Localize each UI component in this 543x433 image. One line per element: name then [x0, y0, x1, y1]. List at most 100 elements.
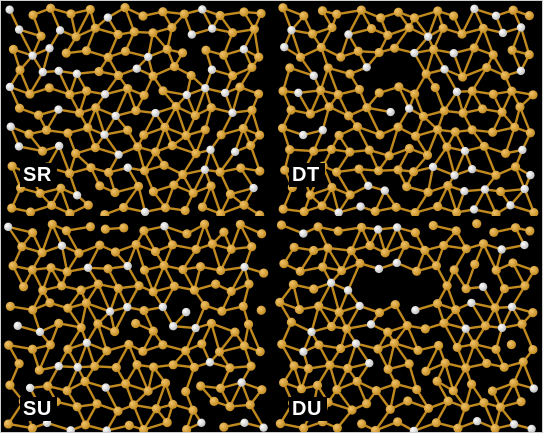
hydrogen-atom	[527, 424, 536, 432]
silicon-atom	[160, 203, 171, 213]
silicon-atom	[362, 103, 372, 113]
silicon-atom	[390, 300, 400, 310]
silicon-atom	[244, 279, 254, 289]
hydrogen-atom	[105, 307, 115, 316]
silicon-atom	[380, 248, 390, 258]
silicon-atom	[316, 42, 326, 53]
hydrogen-atom	[450, 171, 459, 180]
silicon-atom	[477, 104, 488, 114]
silicon-atom	[327, 22, 337, 33]
hydrogen-atom	[6, 122, 15, 131]
silicon-atom	[457, 72, 468, 82]
silicon-atom	[391, 202, 401, 212]
silicon-atom	[95, 181, 105, 191]
silicon-atom	[469, 339, 479, 349]
si-bond	[482, 242, 498, 272]
hydrogen-atom	[259, 423, 268, 432]
silicon-atom	[249, 24, 259, 34]
si-bond	[290, 28, 302, 59]
hydrogen-atom	[470, 4, 479, 14]
silicon-atom	[466, 379, 477, 389]
silicon-atom	[383, 364, 393, 374]
si-bond	[346, 262, 362, 292]
si-bond	[460, 7, 476, 36]
si-bond	[365, 106, 382, 137]
silicon-atom	[510, 223, 521, 233]
hydrogen-atom	[351, 339, 361, 348]
silicon-atom	[7, 203, 17, 213]
silicon-atom	[314, 340, 324, 350]
silicon-atom	[81, 46, 92, 56]
silicon-atom	[76, 285, 86, 295]
silicon-atom	[27, 344, 38, 354]
hydrogen-atom	[187, 30, 197, 39]
silicon-atom	[257, 229, 267, 239]
hydrogen-atom	[5, 82, 15, 92]
hydrogen-atom	[409, 426, 419, 432]
hydrogen-atom	[364, 181, 373, 190]
hydrogen-atom	[469, 205, 479, 214]
silicon-atom	[182, 424, 192, 432]
silicon-atom	[34, 365, 44, 375]
silicon-atom	[216, 265, 226, 276]
silicon-atom	[4, 340, 14, 350]
silicon-atom	[62, 386, 72, 396]
silicon-atom	[225, 402, 235, 412]
hydrogen-atom	[299, 130, 308, 140]
silicon-atom	[255, 210, 265, 216]
silicon-atom	[209, 396, 219, 406]
silicon-atom	[336, 343, 346, 354]
hydrogen-atom	[467, 298, 476, 308]
hydrogen-atom	[526, 170, 535, 180]
hydrogen-atom	[516, 23, 526, 32]
silicon-atom	[230, 327, 240, 337]
silicon-atom	[506, 339, 516, 350]
silicon-atom	[254, 52, 264, 62]
silicon-atom	[520, 281, 530, 291]
silicon-atom	[429, 44, 439, 55]
silicon-atom	[219, 227, 229, 237]
si-bond	[194, 87, 207, 117]
silicon-atom	[217, 306, 227, 316]
silicon-atom	[332, 9, 342, 19]
silicon-atom	[186, 70, 196, 81]
hydrogen-atom	[326, 278, 336, 288]
silicon-atom	[430, 82, 440, 93]
hydrogen-atom	[309, 71, 318, 80]
silicon-atom	[66, 9, 76, 19]
silicon-atom	[346, 246, 356, 256]
hydrogen-atom	[280, 42, 289, 52]
silicon-atom	[71, 148, 81, 159]
silicon-atom	[110, 326, 120, 337]
silicon-atom	[342, 324, 352, 334]
silicon-atom	[47, 219, 57, 229]
hydrogen-atom	[411, 305, 420, 315]
silicon-atom	[178, 169, 188, 180]
silicon-atom	[71, 32, 81, 42]
silicon-atom	[28, 228, 38, 238]
silicon-atom	[323, 243, 333, 253]
silicon-atom	[219, 422, 229, 432]
silicon-atom	[93, 319, 103, 329]
silicon-atom	[394, 82, 404, 92]
silicon-atom	[524, 50, 534, 60]
silicon-atom	[432, 376, 442, 386]
hydrogen-atom	[205, 358, 215, 367]
silicon-atom	[191, 244, 201, 254]
silicon-atom	[467, 125, 477, 135]
silicon-atom	[43, 381, 53, 391]
silicon-atom	[57, 281, 67, 291]
silicon-atom	[332, 423, 343, 432]
silicon-atom	[18, 282, 29, 292]
hydrogen-atom	[38, 67, 48, 77]
silicon-atom	[529, 265, 539, 276]
silicon-atom	[286, 105, 296, 115]
silicon-atom	[389, 43, 400, 53]
hydrogen-atom	[72, 69, 82, 79]
silicon-atom	[507, 45, 517, 55]
hydrogen-atom	[220, 88, 230, 98]
hydrogen-atom	[28, 51, 37, 60]
si-bond	[446, 184, 458, 214]
hydrogen-atom	[404, 104, 414, 113]
silicon-atom	[434, 340, 444, 351]
